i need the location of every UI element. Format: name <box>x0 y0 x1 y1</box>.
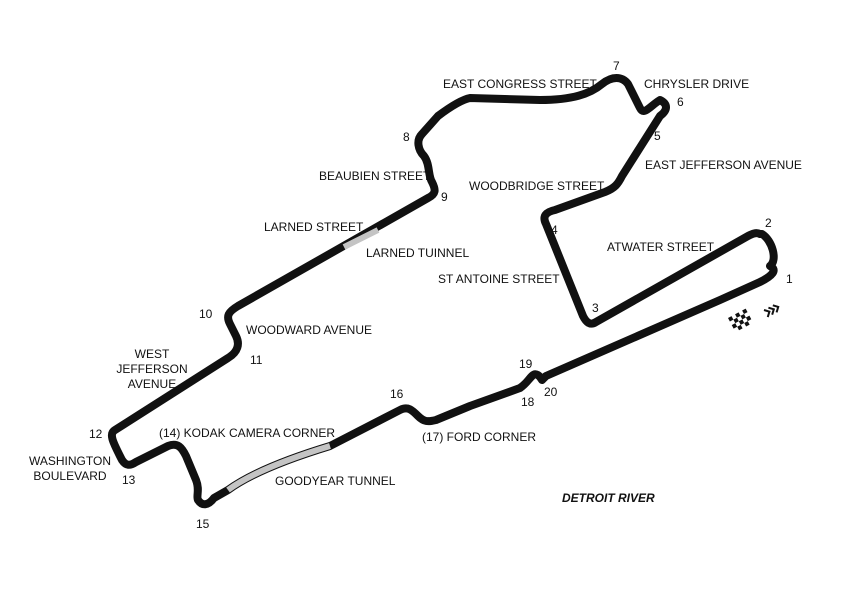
turn-number-16: 16 <box>390 387 404 401</box>
turn-number-13: 13 <box>122 473 136 487</box>
label-kodak-camera-corner: (14) KODAK CAMERA CORNER <box>159 426 335 440</box>
label-goodyear-tunnel: GOODYEAR TUNNEL <box>275 474 396 488</box>
label-washington-line2: BOULEVARD <box>33 469 106 483</box>
turn-number-7: 7 <box>613 59 620 73</box>
larned-tunnel-segment <box>342 227 380 250</box>
goodyear-tunnel-segment <box>226 443 331 493</box>
label-ford-corner: (17) FORD CORNER <box>422 430 536 444</box>
turn-number-1: 1 <box>786 272 793 286</box>
turn-number-10: 10 <box>199 307 213 321</box>
turn-number-9: 9 <box>441 190 448 204</box>
turn-number-20: 20 <box>544 385 558 399</box>
turn-number-15: 15 <box>196 517 210 531</box>
label-east-congress-street: EAST CONGRESS STREET <box>443 77 597 91</box>
checkered-flag-icon <box>728 308 752 331</box>
label-west-jefferson-line2: JEFFERSON <box>116 362 187 376</box>
turn-number-5: 5 <box>654 129 661 143</box>
turn-number-2: 2 <box>765 216 772 230</box>
turn-number-19: 19 <box>519 357 533 371</box>
turn-number-3: 3 <box>592 301 599 315</box>
label-west-jefferson-line1: WEST <box>135 347 170 361</box>
direction-chevrons-icon <box>763 304 780 318</box>
label-east-jefferson-avenue: EAST JEFFERSON AVENUE <box>645 158 802 172</box>
turn-number-18: 18 <box>521 395 535 409</box>
label-west-jefferson-line3: AVENUE <box>128 377 176 391</box>
turn-number-12: 12 <box>89 427 103 441</box>
label-st-antoine-street: ST ANTOINE STREET <box>438 272 560 286</box>
label-woodbridge-street: WOODBRIDGE STREET <box>469 179 605 193</box>
turn-number-8: 8 <box>403 130 410 144</box>
turn-number-11: 11 <box>250 353 263 367</box>
label-atwater-street: ATWATER STREET <box>607 240 715 254</box>
label-beaubien-street: BEAUBIEN STREET <box>319 169 431 183</box>
label-woodward-avenue: WOODWARD AVENUE <box>246 323 372 337</box>
track-outline <box>108 74 778 509</box>
label-larned-street: LARNED STREET <box>264 220 364 234</box>
label-larned-tunnel: LARNED TUINNEL <box>366 246 469 260</box>
label-chrysler-drive: CHRYSLER DRIVE <box>644 77 749 91</box>
label-washington-line1: WASHINGTON <box>29 454 111 468</box>
label-detroit-river: DETROIT RIVER <box>562 491 655 505</box>
turn-number-4: 4 <box>551 223 558 237</box>
turn-number-6: 6 <box>677 95 684 109</box>
